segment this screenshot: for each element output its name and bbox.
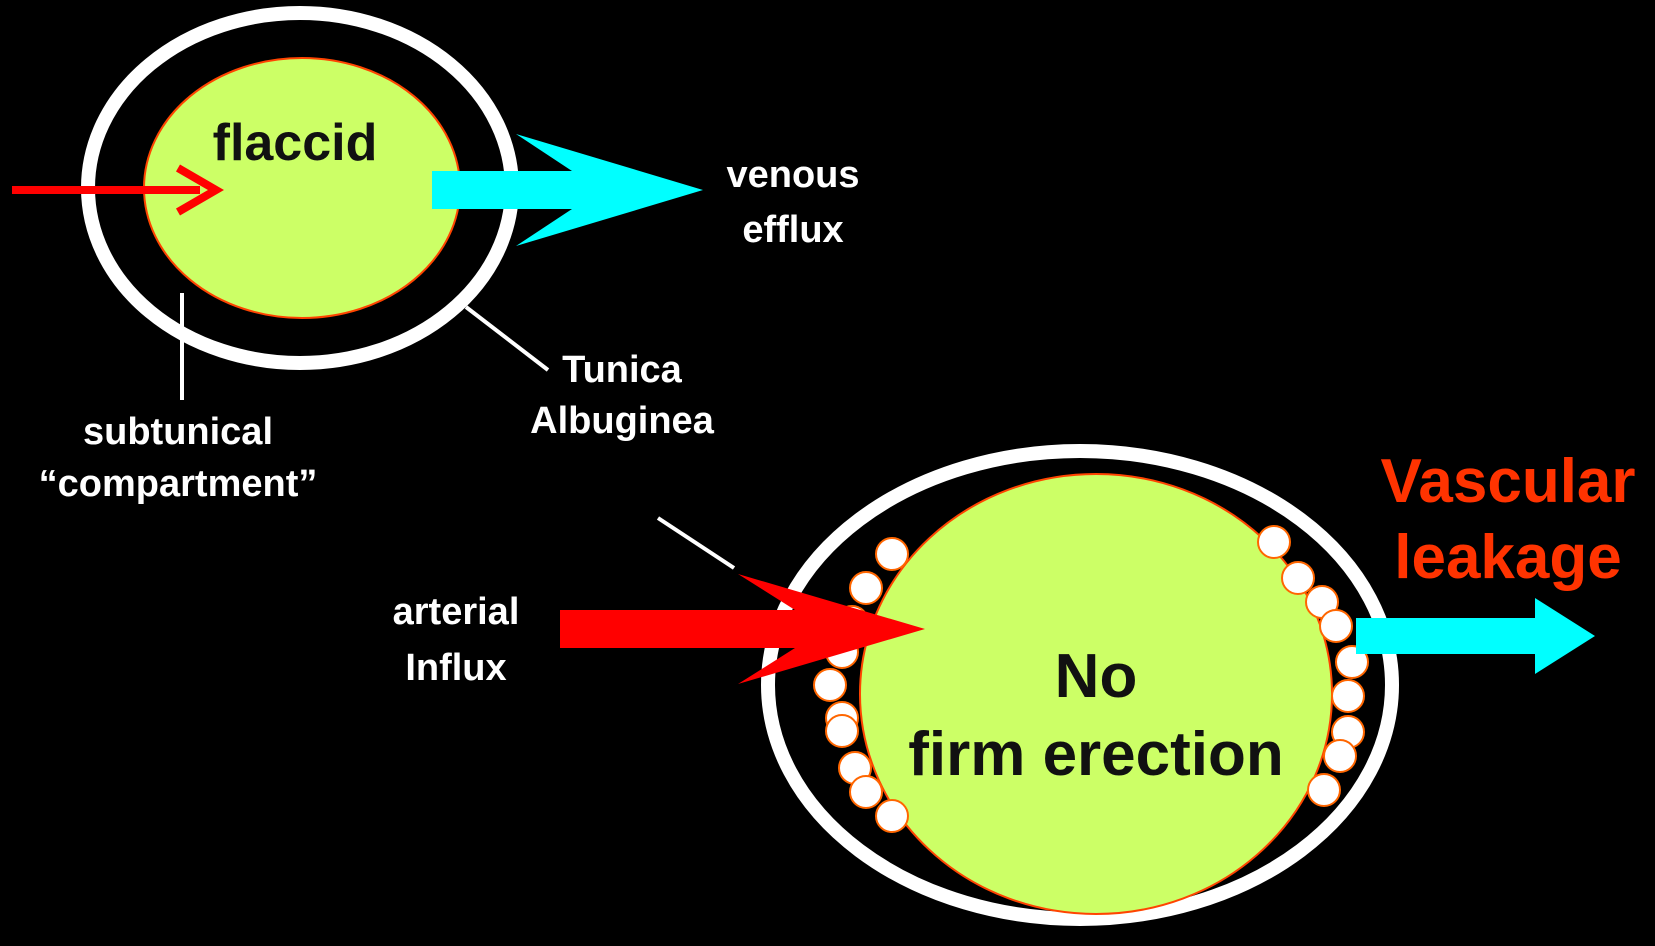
bubble — [876, 800, 908, 832]
leak-diagram: arterial Influx No firm erection Vascula… — [393, 447, 1636, 919]
flaccid-diagram: flaccid venous efflux Tunica Albuginea s… — [12, 13, 860, 505]
bubble — [1324, 740, 1356, 772]
bubble — [1332, 680, 1364, 712]
tunica-label-2: Albuginea — [530, 400, 715, 442]
bubble — [826, 715, 858, 747]
venous-efflux-label-1: venous — [726, 154, 859, 196]
bubble — [850, 776, 882, 808]
subtunical-label-1: subtunical — [83, 411, 273, 453]
bubble — [876, 538, 908, 570]
leak-state-label-2: firm erection — [908, 720, 1284, 789]
bubble — [1282, 562, 1314, 594]
venous-efflux-label-2: efflux — [742, 209, 843, 251]
arterial-label-2: Influx — [405, 647, 506, 689]
bubble — [1308, 774, 1340, 806]
subtunical-label-2: “compartment” — [39, 463, 318, 505]
bubble — [1258, 526, 1290, 558]
tunica-label-1: Tunica — [562, 349, 683, 391]
leak-state-label-1: No — [1055, 642, 1138, 711]
vascular-leakage-label-1: Vascular — [1380, 447, 1635, 516]
arterial-label-1: arterial — [393, 591, 520, 633]
bubble — [850, 572, 882, 604]
venous-efflux-arrow — [432, 134, 703, 246]
flaccid-label: flaccid — [213, 114, 378, 172]
tunica-leader-line — [466, 307, 548, 370]
bubble — [1320, 610, 1352, 642]
bubble — [814, 669, 846, 701]
leak-pointer-line — [658, 518, 734, 568]
flaccid-arterial-arrow — [12, 168, 216, 212]
vascular-leakage-label-2: leakage — [1394, 523, 1622, 592]
